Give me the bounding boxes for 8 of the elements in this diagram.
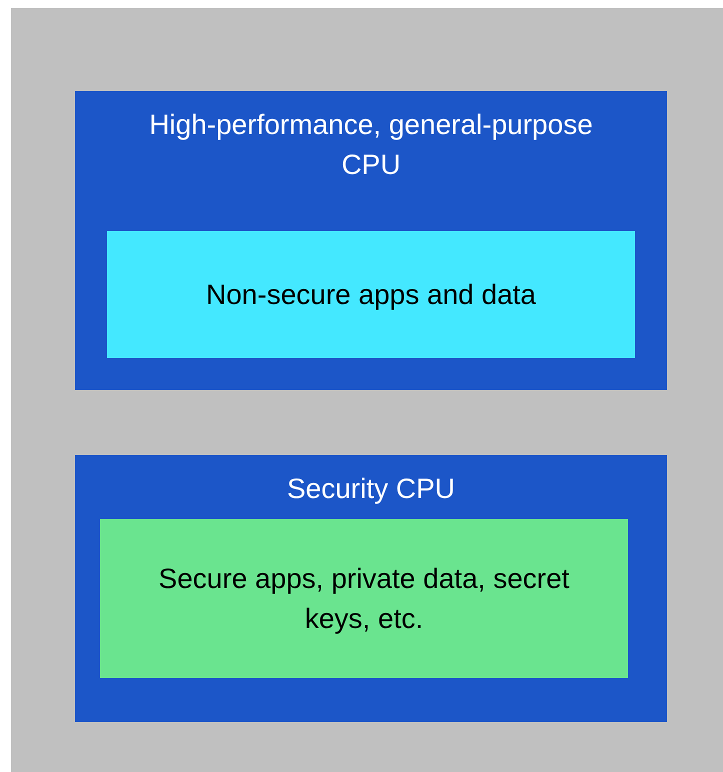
- processor-box: [75, 455, 667, 722]
- box-label: Secure apps, private data, secret keys, etc.: [158, 562, 570, 636]
- box-title: High-performance, general-purpose CPU: [148, 108, 594, 182]
- processor-box: [75, 91, 667, 390]
- box-label: Non-secure apps and data: [206, 278, 536, 312]
- box-title: Security CPU: [286, 472, 456, 506]
- memory-region: [107, 231, 635, 358]
- memory-region: [100, 519, 628, 678]
